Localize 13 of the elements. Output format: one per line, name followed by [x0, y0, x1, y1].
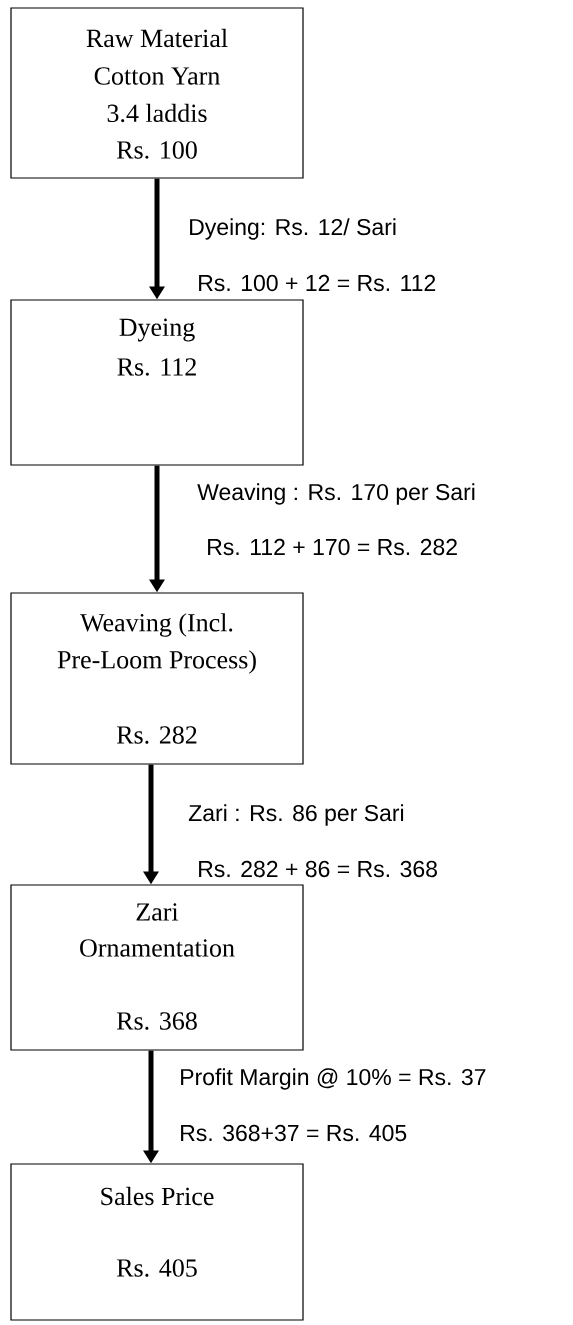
process-box: Sales Price Rs. 405	[10, 1163, 304, 1321]
calculation-text: Rs. 368+37 = Rs. 405	[181, 1124, 407, 1142]
edge-label: Zari : Rs. 86 per Sari	[187, 803, 406, 827]
process-box: Zari Ornamentation Rs. 368	[10, 884, 304, 1051]
process-box: Raw Material Cotton Yarn 3.4 laddis Rs. 100	[10, 7, 304, 179]
process-box: Weaving (Incl. Pre-Loom Process) Rs. 282	[10, 592, 304, 765]
edge-label: Profit Margin @ 10% = Rs. 37	[178, 1067, 488, 1091]
edge-label: Dyeing: Rs. 12/ Sari	[187, 217, 398, 241]
calculation-text: Rs. 100 + 12 = Rs. 112	[199, 274, 436, 292]
process-box: Dyeing Rs. 112	[10, 299, 304, 466]
edge-label: Weaving : Rs. 170 per Sari	[196, 482, 477, 506]
calculation-text: Rs. 282 + 86 = Rs. 368	[199, 860, 437, 878]
calculation-text: Rs. 112 + 170 = Rs. 282	[208, 538, 457, 556]
